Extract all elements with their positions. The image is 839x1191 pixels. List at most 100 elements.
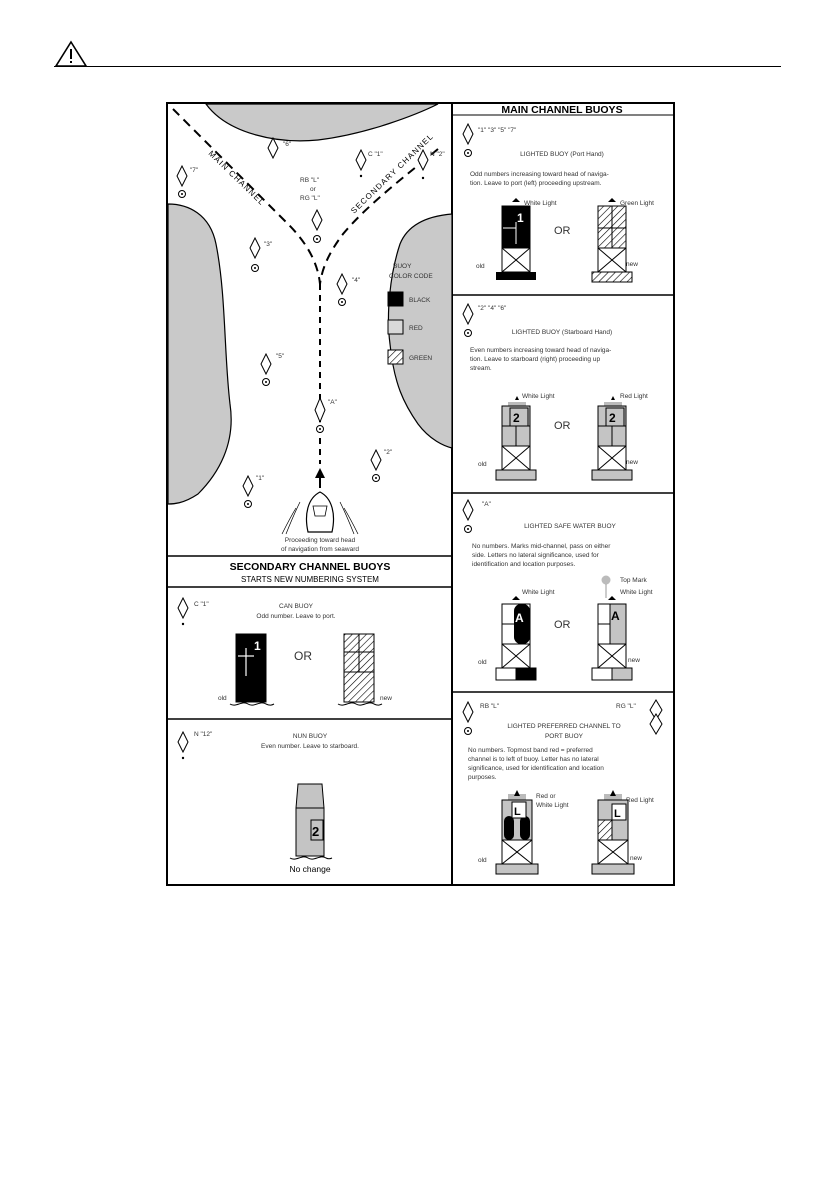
channel-map: MAIN CHANNEL SECONDARY CHANNEL BUOY COLO… (167, 103, 453, 553)
nun-buoy-name: NUN BUOY (293, 733, 328, 740)
map-buoy-c1: C "1" (355, 148, 383, 178)
map-buoy-2-label: "2" (384, 449, 393, 456)
safe-water-or: OR (554, 619, 571, 631)
starboard-hand-desc-1: Even numbers increasing toward head of n… (470, 347, 611, 354)
junction-buoy-icon (311, 208, 323, 243)
svg-text:L: L (614, 808, 621, 820)
map-buoy-1-label: "1" (256, 475, 265, 482)
starboard-hand-desc-2: tion. Leave to starboard (right) proceed… (470, 356, 600, 363)
nun-buoy-panel: N "12" NUN BUOY Even number. Leave to st… (177, 730, 359, 874)
can-buoy-name: CAN BUOY (279, 603, 314, 610)
legend-label-red: RED (409, 325, 423, 332)
port-hand-desc-1: Odd numbers increasing toward head of na… (470, 171, 609, 178)
preferred-light-right: Red Light (626, 797, 654, 804)
can-buoy-desc: Odd number. Leave to port. (256, 613, 335, 620)
junction-label-1: RB "L" (300, 177, 320, 184)
main-section: MAIN CHANNEL BUOYS "1" "3" "5" "7" LIGHT… (462, 104, 663, 875)
preferred-desc-4: purposes. (468, 774, 497, 781)
starboard-hand-tags: "2" "4" "6" (478, 305, 507, 312)
preferred-desc-3: significance, used for identification an… (468, 765, 604, 772)
safe-water-new-label: new (628, 657, 640, 664)
map-buoy-6: "6" (267, 136, 292, 160)
boat-icon (281, 468, 359, 535)
preferred-light-left-2: White Light (536, 802, 569, 809)
preferred-desc-1: No numbers. Topmost band red = preferred (468, 747, 593, 754)
port-hand-panel: "1" "3" "5" "7" LIGHTED BUOY (Port Hand)… (462, 122, 654, 283)
map-buoy-3-label: "3" (264, 241, 273, 248)
map-buoy-5-label: "5" (276, 353, 285, 360)
main-title: MAIN CHANNEL BUOYS (501, 104, 622, 116)
port-hand-name: LIGHTED BUOY (Port Hand) (520, 151, 604, 158)
starboard-hand-old-icon: 2 (495, 396, 537, 481)
nun-buoy-caption: No change (289, 864, 330, 874)
can-buoy-panel: C "1" CAN BUOY Odd number. Leave to port… (177, 596, 392, 706)
port-hand-old-label: old (476, 263, 485, 270)
nun-buoy-desc: Even number. Leave to starboard. (261, 743, 359, 750)
top-mark-icon (601, 575, 611, 585)
secondary-title: SECONDARY CHANNEL BUOYS (230, 561, 391, 573)
legend-swatch-black (387, 291, 404, 307)
safe-water-light-left: White Light (522, 589, 555, 596)
starboard-hand-old-label: old (478, 461, 487, 468)
port-hand-desc-2: tion. Leave to port (left) proceeding up… (470, 180, 602, 187)
preferred-desc-2: channel is to left of buoy. Letter has n… (468, 756, 599, 763)
preferred-tag-left: RB "L" (480, 703, 500, 710)
can-buoy-new-icon (337, 633, 383, 706)
nun-buoy-tag: N "12" (194, 731, 213, 738)
starboard-hand-light-left: White Light (522, 393, 555, 400)
port-hand-new-label: new (626, 261, 638, 268)
map-buoy-5: "5" (260, 352, 285, 386)
safe-water-tags: "A" (482, 501, 492, 508)
safe-water-desc-1: No numbers. Marks mid-channel, pass on e… (472, 543, 611, 550)
svg-text:1: 1 (517, 211, 524, 225)
port-hand-light-right: Green Light (620, 200, 654, 207)
safe-water-name: LIGHTED SAFE WATER BUOY (524, 523, 616, 530)
junction-label-2: or (310, 186, 317, 193)
map-caption-1: Proceeding toward head (285, 537, 356, 544)
port-hand-old-icon: 1 (496, 198, 536, 280)
can-buoy-old-label: old (218, 695, 227, 702)
safe-water-light-right: White Light (620, 589, 653, 596)
port-hand-or: OR (554, 225, 571, 237)
map-caption-2: of navigation from seaward (281, 546, 359, 553)
safe-water-desc-2: side. Letters no lateral significance, u… (472, 552, 600, 559)
secondary-subtitle: STARTS NEW NUMBERING SYSTEM (241, 575, 379, 584)
port-hand-light-left: White Light (524, 200, 557, 207)
warning-triangle-icon (54, 40, 88, 67)
preferred-light-left-1: Red or (536, 793, 556, 800)
preferred-channel-panel: RB "L" RG "L" LIGHTED PREFERRED CHANNEL … (462, 699, 663, 875)
svg-text:2: 2 (609, 411, 616, 425)
safe-water-top-mark: Top Mark (620, 577, 647, 584)
buoy-chart: MAIN CHANNEL SECONDARY CHANNEL BUOY COLO… (167, 103, 673, 884)
secondary-channel-label: SECONDARY CHANNEL (349, 132, 435, 216)
port-hand-new-icon (591, 198, 633, 283)
legend-title-2: COLOR CODE (389, 273, 433, 280)
map-buoy-a: "A" (314, 396, 338, 433)
map-buoy-n2-label: N "2" (430, 151, 445, 158)
svg-text:A: A (611, 609, 620, 623)
map-buoy-7-label: "7" (190, 167, 199, 174)
map-buoy-a-label: "A" (328, 399, 338, 406)
legend-title-1: BUOY (393, 263, 412, 270)
preferred-old-label: old (478, 857, 487, 864)
main-channel-label: MAIN CHANNEL (207, 149, 267, 207)
safe-water-old-icon: A (495, 596, 537, 681)
map-buoy-n2: N "2" (417, 148, 445, 180)
map-buoy-7: "7" (176, 164, 199, 198)
starboard-hand-desc-3: stream. (470, 365, 492, 372)
safe-water-panel: "A" LIGHTED SAFE WATER BUOY No numbers. … (462, 498, 653, 681)
legend-label-black: BLACK (409, 297, 431, 304)
starboard-hand-light-right: Red Light (620, 393, 648, 400)
preferred-name-2: PORT BUOY (545, 733, 584, 740)
preferred-new-icon: L (591, 790, 635, 875)
map-buoy-1: "1" (242, 474, 265, 508)
svg-text:1: 1 (254, 639, 261, 653)
svg-text:A: A (515, 611, 524, 625)
can-buoy-or: OR (294, 649, 312, 663)
svg-text:L: L (514, 806, 521, 818)
header-rule (54, 66, 781, 67)
map-buoy-4: "4" (336, 272, 361, 306)
safe-water-new-icon: A (591, 596, 633, 681)
starboard-hand-new-icon: 2 (591, 396, 633, 481)
preferred-name-1: LIGHTED PREFERRED CHANNEL TO (507, 723, 620, 730)
